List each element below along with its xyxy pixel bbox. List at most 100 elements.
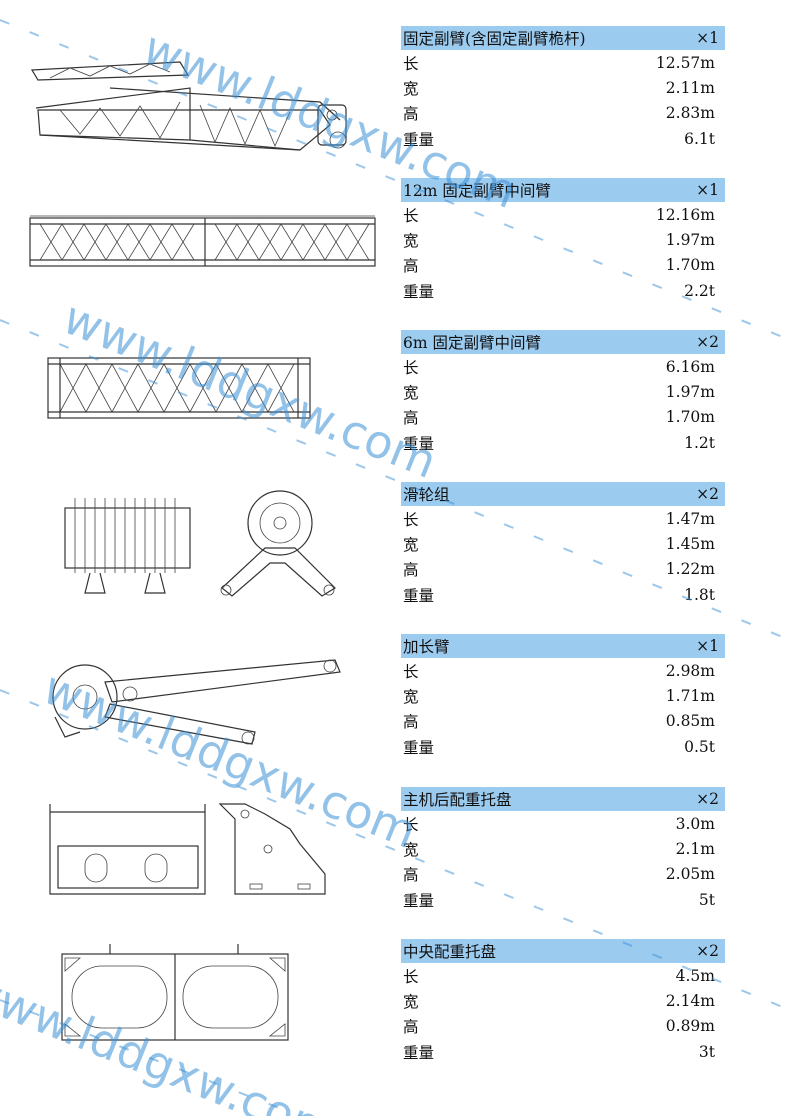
central-counterweight-tray-drawing <box>0 936 395 1086</box>
spec-row-height: 高 0.89m <box>401 1014 725 1039</box>
row-value: 0.5t <box>684 737 715 756</box>
component-quantity: ×1 <box>696 181 719 199</box>
row-label: 宽 <box>403 992 419 1011</box>
row-value: 2.1m <box>675 839 715 858</box>
component-quantity: ×1 <box>696 637 719 655</box>
row-value: 2.98m <box>665 661 715 680</box>
row-value: 12.57m <box>655 53 715 72</box>
spec-header: 中央配重托盘 ×2 <box>401 939 725 963</box>
row-label: 高 <box>403 105 419 124</box>
row-label: 高 <box>403 257 419 276</box>
spec-row-weight: 重量 1.8t <box>401 582 725 607</box>
row-label: 宽 <box>403 383 419 402</box>
row-value: 6.16m <box>665 357 715 376</box>
spec-row-height: 高 2.83m <box>401 101 725 126</box>
row-value: 2.11m <box>665 78 715 97</box>
row-label: 宽 <box>403 79 419 98</box>
row-label: 长 <box>403 54 419 73</box>
row-label: 重量 <box>403 738 435 757</box>
row-label: 长 <box>403 815 419 834</box>
row-label: 宽 <box>403 231 419 250</box>
row-value: 2.83m <box>665 104 715 123</box>
lattice-section-6m-drawing <box>0 330 395 480</box>
row-label: 高 <box>403 1018 419 1037</box>
row-value: 1.8t <box>684 585 715 604</box>
row-value: 1.97m <box>665 230 715 249</box>
lattice-section-12m-drawing <box>0 180 395 330</box>
row-label: 高 <box>403 561 419 580</box>
spec-row-weight: 重量 2.2t <box>401 278 725 303</box>
row-label: 长 <box>403 510 419 529</box>
row-label: 宽 <box>403 687 419 706</box>
spec-row-weight: 重量 3t <box>401 1039 725 1064</box>
spec-row-length: 长 3.0m <box>401 811 725 836</box>
spec-card: 中央配重托盘 ×2 长 4.5m 宽 2.14m 高 0.89m 重量 3t <box>401 939 725 1064</box>
row-label: 高 <box>403 409 419 428</box>
component-name: 加长臂 <box>403 638 450 656</box>
spec-header: 12m 固定副臂中间臂 ×1 <box>401 178 725 202</box>
row-value: 0.85m <box>665 712 715 731</box>
row-value: 6.1t <box>684 129 715 148</box>
spec-row-length: 长 2.98m <box>401 658 725 683</box>
spec-header: 6m 固定副臂中间臂 ×2 <box>401 330 725 354</box>
component-name: 固定副臂(含固定副臂桅杆) <box>403 30 586 48</box>
spec-row-length: 长 4.5m <box>401 963 725 988</box>
component-quantity: ×2 <box>696 942 719 960</box>
spec-row-height: 高 1.70m <box>401 405 725 430</box>
spec-row-weight: 重量 0.5t <box>401 734 725 759</box>
row-value: 1.45m <box>665 534 715 553</box>
spec-row-width: 宽 2.11m <box>401 75 725 100</box>
spec-row-width: 宽 1.97m <box>401 227 725 252</box>
row-value: 2.05m <box>665 865 715 884</box>
spec-row-height: 高 0.85m <box>401 709 725 734</box>
row-value: 0.89m <box>665 1017 715 1036</box>
row-label: 重量 <box>403 586 435 605</box>
row-value: 1.22m <box>665 560 715 579</box>
row-label: 重量 <box>403 282 435 301</box>
row-label: 高 <box>403 866 419 885</box>
extension-arm-drawing <box>0 632 395 782</box>
component-name: 12m 固定副臂中间臂 <box>403 182 551 200</box>
row-value: 4.5m <box>675 966 715 985</box>
spec-row-length: 长 12.57m <box>401 50 725 75</box>
spec-header: 固定副臂(含固定副臂桅杆) ×1 <box>401 26 725 50</box>
jib-with-mast-drawing <box>0 30 395 180</box>
component-name: 主机后配重托盘 <box>403 791 512 809</box>
row-value: 12.16m <box>655 205 715 224</box>
row-label: 长 <box>403 967 419 986</box>
spec-header: 主机后配重托盘 ×2 <box>401 787 725 811</box>
row-value: 1.97m <box>665 382 715 401</box>
row-value: 2.2t <box>684 281 715 300</box>
row-value: 1.2t <box>684 433 715 452</box>
spec-row-width: 宽 2.14m <box>401 988 725 1013</box>
component-quantity: ×2 <box>696 485 719 503</box>
component-quantity: ×2 <box>696 790 719 808</box>
spec-row-width: 宽 1.97m <box>401 379 725 404</box>
component-name: 6m 固定副臂中间臂 <box>403 334 541 352</box>
row-value: 3.0m <box>675 814 715 833</box>
component-name: 滑轮组 <box>403 486 450 504</box>
row-label: 高 <box>403 713 419 732</box>
spec-row-height: 高 1.22m <box>401 557 725 582</box>
row-value: 3t <box>698 1042 715 1061</box>
row-label: 重量 <box>403 1043 435 1062</box>
row-value: 1.70m <box>665 408 715 427</box>
component-quantity: ×1 <box>696 29 719 47</box>
row-label: 长 <box>403 662 419 681</box>
spec-row-height: 高 2.05m <box>401 862 725 887</box>
row-value: 2.14m <box>665 991 715 1010</box>
row-label: 重量 <box>403 891 435 910</box>
